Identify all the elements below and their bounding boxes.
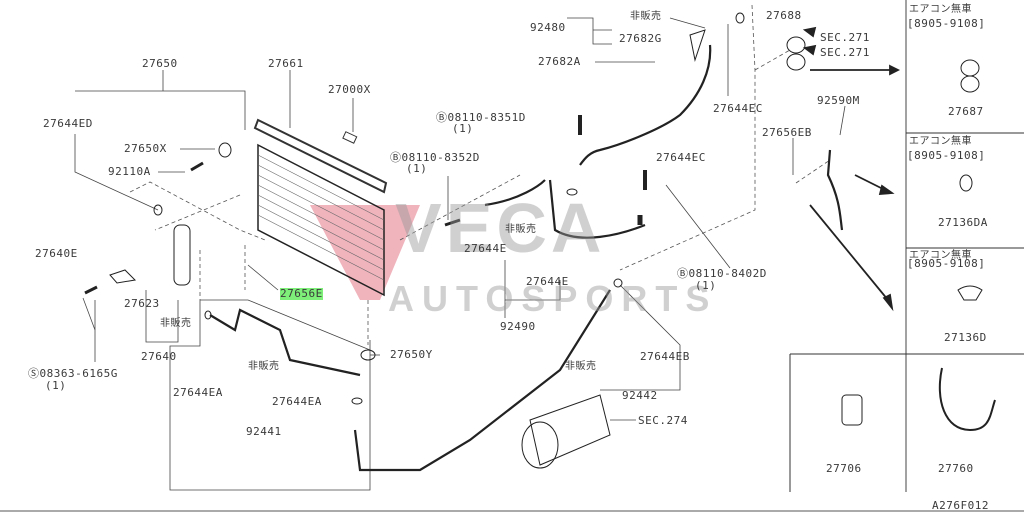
- panel-range: [8905-9108]: [907, 17, 986, 30]
- pipe-92441: [209, 308, 361, 377]
- part-label[interactable]: 27136D: [944, 331, 987, 344]
- not-sold-label: 非販売: [505, 224, 537, 235]
- panel-title: エアコン無車: [909, 4, 972, 15]
- section-ref[interactable]: SEC.274: [638, 414, 688, 427]
- not-sold-label: 非販売: [160, 318, 192, 329]
- panel-range: [8905-9108]: [907, 257, 986, 270]
- part-label[interactable]: 27650: [142, 57, 178, 70]
- part-label[interactable]: 92442: [622, 389, 658, 402]
- part-label[interactable]: 27640E: [35, 247, 78, 260]
- part-label[interactable]: 92590M: [817, 94, 860, 107]
- part-label[interactable]: 27650Y: [390, 348, 433, 361]
- part-label-highlighted[interactable]: 27656E: [280, 287, 323, 300]
- watermark-v-shape: [310, 205, 420, 300]
- part-label[interactable]: 27682A: [538, 55, 581, 68]
- section-ref[interactable]: SEC.271: [820, 31, 870, 44]
- part-label[interactable]: Ⓑ08110-8352D: [390, 151, 480, 164]
- part-label[interactable]: 27706: [826, 462, 862, 475]
- part-label[interactable]: 27644EA: [272, 395, 322, 408]
- part-label[interactable]: 27644EB: [640, 350, 690, 363]
- part-label[interactable]: 27644EA: [173, 386, 223, 399]
- pipe-92480: [579, 44, 712, 166]
- part-label[interactable]: 27688: [766, 9, 802, 22]
- part-label[interactable]: Ⓑ08110-8402D: [677, 267, 767, 280]
- quantity-label: (1): [406, 162, 428, 175]
- watermark-text: AUTOSPORTS: [388, 278, 718, 319]
- part-label[interactable]: 27136DA: [938, 216, 988, 229]
- section-ref[interactable]: SEC.271: [820, 46, 870, 59]
- condenser: [253, 118, 388, 297]
- quantity-label: (1): [695, 279, 717, 292]
- panel-title: エアコン無車: [909, 250, 972, 261]
- part-label[interactable]: 27687: [948, 105, 984, 118]
- part-label[interactable]: 27644E: [526, 275, 569, 288]
- part-label[interactable]: 27644EC: [656, 151, 706, 164]
- diagram-code: A276F012: [932, 499, 989, 512]
- part-label[interactable]: 27656EB: [762, 126, 812, 139]
- part-label[interactable]: 92441: [246, 425, 282, 438]
- part-label[interactable]: Ⓑ08110-8351D: [436, 111, 526, 124]
- panel-title: エアコン無車: [909, 136, 972, 147]
- part-label[interactable]: 27644ED: [43, 117, 93, 130]
- not-sold-label: 非販売: [248, 361, 280, 372]
- pipe-92490: [484, 179, 646, 239]
- part-label[interactable]: 27644EC: [713, 102, 763, 115]
- part-label[interactable]: 27644E: [464, 242, 507, 255]
- part-label[interactable]: 92480: [530, 21, 566, 34]
- part-label[interactable]: 92490: [500, 320, 536, 333]
- part-label[interactable]: 27000X: [328, 83, 371, 96]
- panel-range: [8905-9108]: [907, 149, 986, 162]
- watermark-logo: VECA: [395, 189, 606, 267]
- part-label[interactable]: Ⓢ08363-6165G: [28, 367, 118, 380]
- part-label[interactable]: 27682G: [619, 32, 662, 45]
- compressor: [529, 394, 611, 466]
- quantity-label: (1): [45, 379, 67, 392]
- not-sold-label: 非販売: [630, 11, 662, 22]
- pipe-92442: [353, 289, 611, 472]
- part-label[interactable]: 27640: [141, 350, 177, 363]
- not-sold-label: 非販売: [565, 361, 597, 372]
- hose-92590m: [826, 149, 844, 231]
- part-label[interactable]: 92110A: [108, 165, 151, 178]
- part-label[interactable]: 27623: [124, 297, 160, 310]
- part-label[interactable]: 27650X: [124, 142, 167, 155]
- quantity-label: (1): [452, 122, 474, 135]
- part-label[interactable]: 27661: [268, 57, 304, 70]
- part-label[interactable]: 27760: [938, 462, 974, 475]
- receiver-drier: [173, 224, 191, 286]
